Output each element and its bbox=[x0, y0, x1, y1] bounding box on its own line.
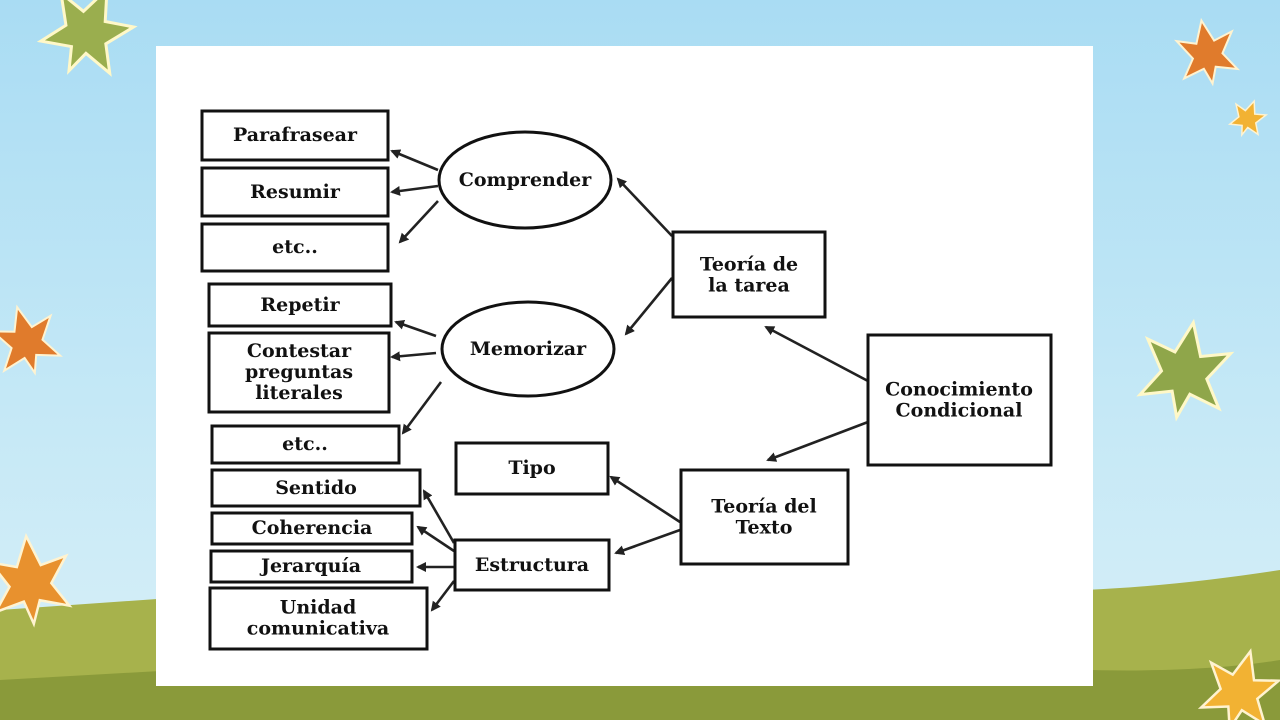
node-estructura: Estructura bbox=[453, 538, 611, 592]
label-line: Sentido bbox=[275, 477, 357, 499]
arrow bbox=[616, 177, 673, 237]
leaf-icon bbox=[1174, 17, 1241, 87]
arrow bbox=[430, 580, 456, 612]
label-line: Coherencia bbox=[252, 517, 373, 539]
label-resumir: Resumir bbox=[250, 181, 341, 203]
node-tipo: Tipo bbox=[454, 441, 610, 496]
arrow bbox=[764, 325, 869, 383]
label-line: Resumir bbox=[250, 181, 341, 203]
label-line: Tipo bbox=[508, 457, 555, 479]
node-memorizar: Memorizar bbox=[440, 300, 616, 398]
leaf-icon bbox=[1197, 648, 1280, 720]
arrow bbox=[609, 475, 681, 524]
label-memorizar: Memorizar bbox=[470, 338, 587, 360]
label-line: Parafrasear bbox=[233, 124, 358, 146]
box-jerarquia bbox=[209, 549, 414, 584]
arrow bbox=[422, 489, 456, 544]
leaf-icon bbox=[0, 304, 63, 376]
box-repetir bbox=[207, 282, 393, 328]
label-parafrasear: Parafrasear bbox=[233, 124, 358, 146]
label-line: etc.. bbox=[272, 236, 318, 258]
label-line: etc.. bbox=[282, 433, 328, 455]
node-jerarquia: Jerarquía bbox=[209, 549, 414, 584]
node-sentido: Sentido bbox=[210, 468, 422, 508]
box-estructura bbox=[453, 538, 611, 592]
box-unidad bbox=[208, 586, 429, 651]
box-coherencia bbox=[210, 511, 414, 546]
box-sentido bbox=[210, 468, 422, 508]
label-line: Comprender bbox=[459, 169, 592, 191]
arrow bbox=[390, 351, 437, 362]
label-line: Unidad bbox=[280, 597, 356, 619]
box-tipo bbox=[454, 441, 610, 496]
label-line: la tarea bbox=[708, 275, 790, 297]
box-etc-1 bbox=[200, 222, 390, 273]
node-parafrasear: Parafrasear bbox=[200, 109, 390, 162]
node-etc-2: etc.. bbox=[210, 424, 401, 465]
box-contestar bbox=[207, 331, 391, 414]
label-line: Condicional bbox=[896, 400, 1023, 422]
label-etc-1: etc.. bbox=[272, 236, 318, 258]
label-sentido: Sentido bbox=[275, 477, 357, 499]
label-line: preguntas bbox=[245, 361, 353, 383]
arrow bbox=[394, 319, 437, 338]
arrow bbox=[766, 420, 869, 462]
label-line: Contestar bbox=[247, 340, 352, 362]
label-line: Estructura bbox=[475, 554, 589, 576]
label-etc-2: etc.. bbox=[282, 433, 328, 455]
box-text-theory bbox=[679, 468, 850, 566]
label-line: Memorizar bbox=[470, 338, 587, 360]
label-line: Conocimiento bbox=[885, 379, 1033, 401]
label-line: Teoría de bbox=[700, 254, 798, 276]
label-tipo: Tipo bbox=[508, 457, 555, 479]
arrow bbox=[401, 381, 443, 435]
label-line: Teoría del bbox=[711, 496, 816, 518]
label-jerarquia: Jerarquía bbox=[259, 555, 361, 577]
arrows bbox=[390, 149, 869, 612]
arrow bbox=[390, 149, 439, 172]
box-parafrasear bbox=[200, 109, 390, 162]
label-estructura: Estructura bbox=[475, 554, 589, 576]
box-resumir bbox=[200, 166, 390, 218]
label-line: comunicativa bbox=[247, 618, 389, 640]
leaf-icon bbox=[1227, 99, 1269, 138]
label-repetir: Repetir bbox=[260, 294, 340, 316]
box-root bbox=[866, 333, 1053, 467]
label-coherencia: Coherencia bbox=[252, 517, 373, 539]
label-line: Repetir bbox=[260, 294, 340, 316]
label-line: Texto bbox=[736, 517, 793, 539]
node-etc-1: etc.. bbox=[200, 222, 390, 273]
node-coherencia: Coherencia bbox=[210, 511, 414, 546]
box-task-theory bbox=[671, 230, 827, 319]
leaf-icon bbox=[1136, 318, 1235, 422]
node-comprender: Comprender bbox=[437, 130, 613, 230]
box-etc-2 bbox=[210, 424, 401, 465]
label-line: Jerarquía bbox=[259, 555, 361, 577]
arrow bbox=[398, 200, 439, 244]
leaf-icon bbox=[36, 0, 138, 77]
arrow bbox=[624, 277, 674, 336]
node-repetir: Repetir bbox=[207, 282, 393, 328]
node-resumir: Resumir bbox=[200, 166, 390, 218]
arrow bbox=[416, 525, 455, 553]
leaf-icon bbox=[0, 532, 73, 628]
ellipse-comprender bbox=[437, 130, 613, 230]
arrow bbox=[390, 184, 439, 196]
ellipse-memorizar bbox=[440, 300, 616, 398]
label-comprender: Comprender bbox=[459, 169, 592, 191]
arrow bbox=[614, 528, 681, 555]
label-line: literales bbox=[255, 382, 343, 404]
